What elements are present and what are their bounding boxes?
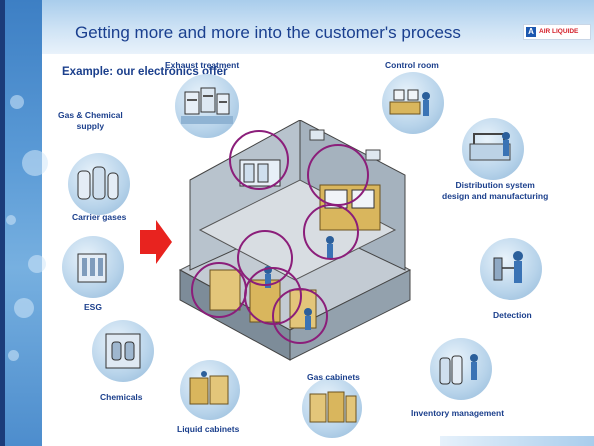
bottom-band bbox=[440, 436, 594, 446]
inventory-management-illustration bbox=[430, 338, 492, 400]
exhaust-treatment-illustration bbox=[175, 74, 239, 138]
air-liquide-logo: A AIR LIQUIDE bbox=[523, 24, 591, 40]
decorative-bubble bbox=[28, 255, 46, 273]
label-gas-chemical-supply-text: Gas & Chemical supply bbox=[58, 110, 123, 131]
slide-title: Getting more and more into the customer'… bbox=[75, 23, 461, 42]
label-detection: Detection bbox=[493, 310, 532, 320]
decorative-bubble bbox=[8, 350, 19, 361]
label-esg: ESG bbox=[84, 302, 102, 312]
sidebar-edge bbox=[0, 0, 5, 446]
label-carrier-gases: Carrier gases bbox=[72, 212, 127, 222]
detection-illustration bbox=[480, 238, 542, 300]
highlight-ring bbox=[272, 288, 328, 344]
label-gas-chemical-supply: Gas & Chemical supply bbox=[58, 110, 123, 132]
label-distribution-system-text: Distribution system design and manufactu… bbox=[442, 180, 549, 201]
slide-subtitle: Example: our electronics offer bbox=[62, 66, 228, 78]
highlight-ring bbox=[303, 204, 359, 260]
decorative-bubble bbox=[10, 95, 24, 109]
air-liquide-logo-icon: A bbox=[526, 27, 536, 37]
highlight-ring bbox=[307, 144, 369, 206]
label-liquid-cabinets: Liquid cabinets bbox=[177, 424, 240, 434]
logo-text: AIR LIQUIDE bbox=[539, 28, 579, 35]
label-inventory-management: Inventory management bbox=[411, 408, 505, 418]
decorative-bubble bbox=[6, 215, 16, 225]
highlight-ring bbox=[229, 130, 289, 190]
carrier-gases-illustration bbox=[68, 153, 130, 215]
decorative-bubble bbox=[22, 150, 48, 176]
liquid-cabinets-illustration bbox=[180, 360, 240, 420]
decorative-bubble bbox=[14, 298, 34, 318]
chemicals-illustration bbox=[92, 320, 154, 382]
gas-cabinets-illustration bbox=[302, 378, 362, 438]
label-chemicals: Chemicals bbox=[100, 392, 143, 402]
label-distribution-system: Distribution system design and manufactu… bbox=[442, 180, 548, 202]
label-gas-cabinets: Gas cabinets bbox=[307, 372, 360, 382]
control-room-illustration bbox=[382, 72, 444, 134]
arrow-right-icon bbox=[140, 220, 172, 264]
title-band bbox=[42, 0, 594, 54]
esg-illustration bbox=[62, 236, 124, 298]
label-control-room: Control room bbox=[385, 60, 439, 70]
highlight-ring bbox=[191, 262, 247, 318]
label-exhaust-treatment: Exhaust treatment bbox=[165, 60, 240, 70]
distribution-system-illustration bbox=[462, 118, 524, 180]
